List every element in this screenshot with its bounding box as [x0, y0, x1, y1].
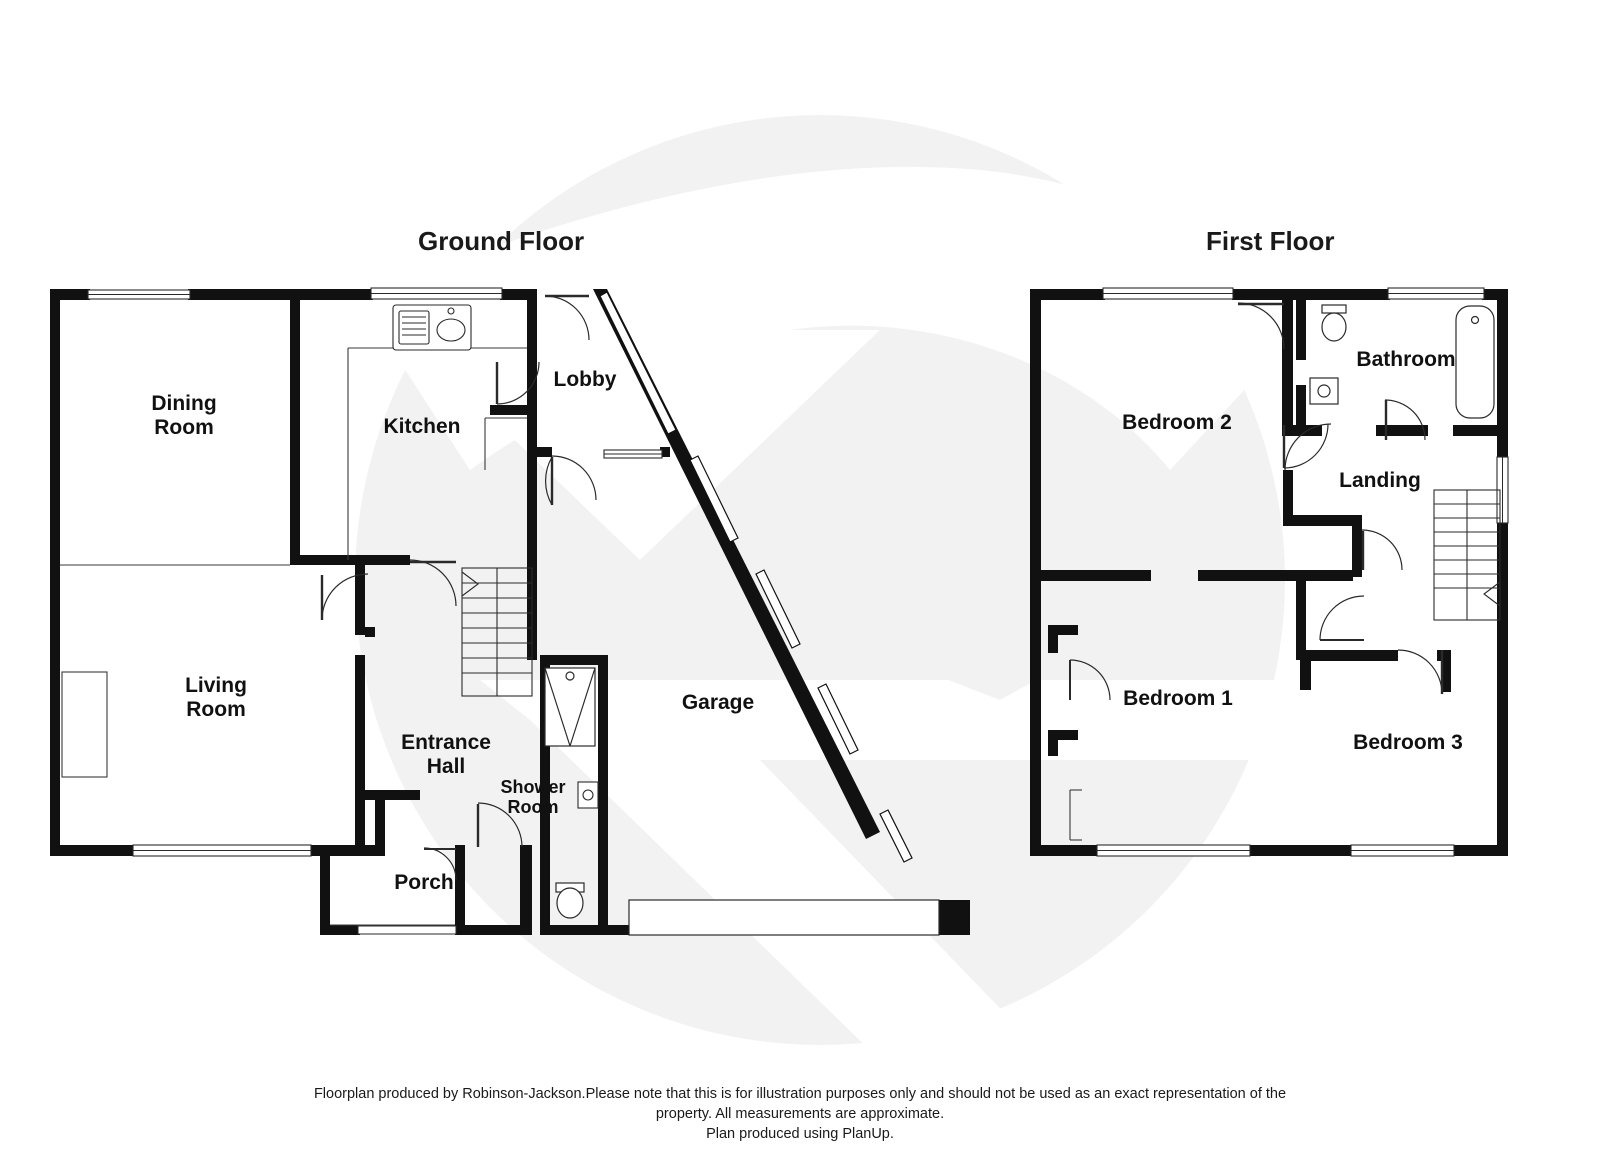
- room-label-bedroom-3: Bedroom 3: [1353, 731, 1463, 754]
- room-label-dining-room: Dining Room: [151, 392, 217, 439]
- footer-line-3: Plan produced using PlanUp.: [706, 1126, 894, 1142]
- room-label-entrance-hall: Entrance Hall: [401, 731, 491, 778]
- first-floor-title: First Floor: [1206, 226, 1335, 256]
- room-label-garage: Garage: [681, 691, 755, 714]
- first-floor-plan: [1030, 287, 1509, 857]
- footer-line-1: Floorplan produced by Robinson-Jackson.P…: [313, 1086, 1287, 1102]
- footer-line-2: property. All measurements are approxima…: [655, 1106, 945, 1122]
- room-label-kitchen: Kitchen: [383, 415, 461, 438]
- room-label-bathroom: Bathroom: [1356, 348, 1456, 371]
- ground-floor-title: Ground Floor: [418, 226, 585, 256]
- room-label-bedroom-1: Bedroom 1: [1123, 687, 1233, 710]
- ground-floor-plan: [50, 287, 970, 936]
- room-label-porch: Porch: [394, 871, 454, 894]
- room-label-bedroom-2: Bedroom 2: [1122, 411, 1232, 434]
- room-label-landing: Landing: [1339, 469, 1421, 492]
- room-label-living-room: Living Room: [185, 674, 247, 721]
- room-label-shower-room: Shower Room: [500, 777, 566, 818]
- room-label-lobby: Lobby: [553, 368, 617, 391]
